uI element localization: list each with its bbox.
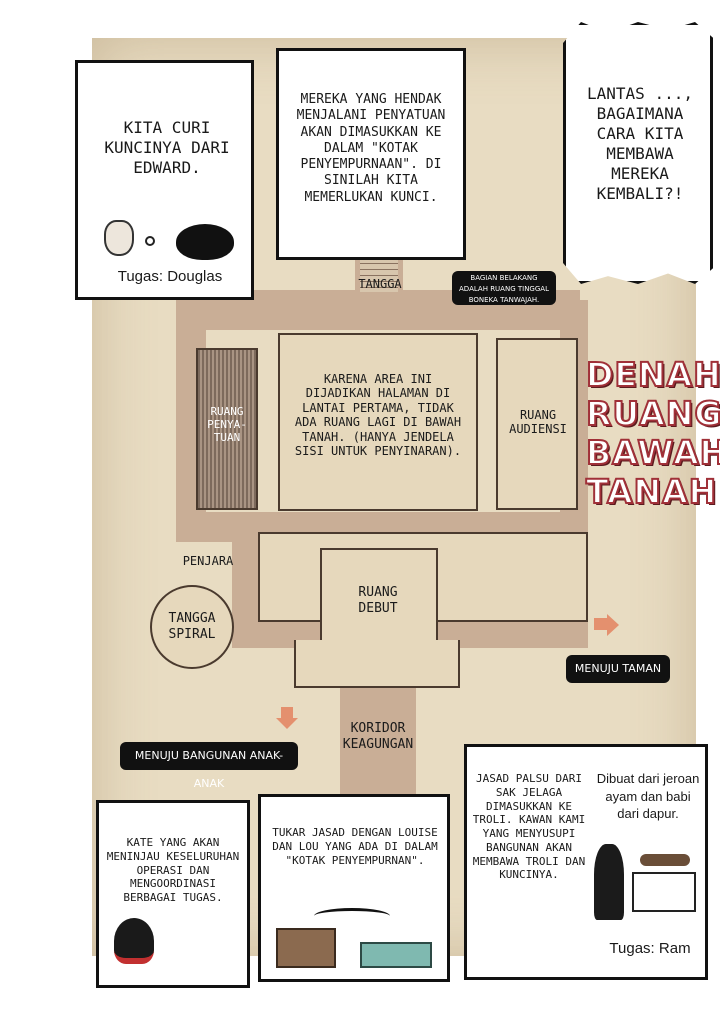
fake-body-box-icon xyxy=(360,942,432,968)
swap-text: TUKAR JASAD DENGAN LOUISE DAN LOU YANG A… xyxy=(272,826,438,867)
kate-figure-icon xyxy=(114,918,154,964)
title-line-3: BAWAH xyxy=(585,432,720,473)
stairs-label: TANGGA xyxy=(358,277,402,291)
swap-arrow-icon xyxy=(314,908,390,924)
arrow-down-icon xyxy=(281,707,293,719)
room-audience-label: RUANG AUDIENSI xyxy=(509,408,567,437)
room-lower xyxy=(294,640,460,688)
room-audience xyxy=(496,338,578,510)
douglas-face-icon xyxy=(176,224,234,260)
room-union xyxy=(196,348,258,510)
arrow-down-head-icon xyxy=(276,718,298,729)
speech-bubble xyxy=(563,22,713,284)
tugas-ram: Tugas: Ram xyxy=(609,940,691,957)
cart-with-girls-icon xyxy=(276,928,336,968)
key-icon xyxy=(145,236,155,246)
to-garden-tag: MENUJU TAMAN xyxy=(566,655,670,683)
panel-union xyxy=(276,48,466,260)
chicken-note: Dibuat dari jeroan ayam dan babi dari da… xyxy=(596,771,700,822)
union-text: MEREKA YANG HENDAK MENJALANI PENYATUAN A… xyxy=(296,92,446,205)
edward-face-icon xyxy=(104,220,134,256)
room-debut-label: RUANG DEBUT xyxy=(358,585,398,616)
corridor-left-low xyxy=(232,530,260,640)
room-center xyxy=(278,333,478,511)
room-union-label: RUANG PENYA-TUAN xyxy=(207,405,247,445)
prison-label: PENJARA xyxy=(182,554,234,568)
fake-body-text: JASAD PALSU DARI SAK JELAGA DIMASUKKAN K… xyxy=(472,772,586,882)
cloaked-figure-icon xyxy=(594,844,624,920)
bubble-text: LANTAS ..., BAGAIMANA CARA KITA MEMBAWA … xyxy=(587,84,693,203)
coordinator-text: KATE YANG AKAN MENINJAU KESELURUHAN OPER… xyxy=(106,836,240,904)
arrow-right-icon xyxy=(594,618,608,630)
spiral-room xyxy=(150,585,234,669)
trolley-icon xyxy=(632,872,696,912)
map-title: DENAH RUANG BAWAH TANAH xyxy=(585,354,720,512)
spiral-stairs-label: TANGGA SPIRAL xyxy=(168,611,216,642)
steal-key-text: KITA CURI KUNCINYA DARI EDWARD. xyxy=(104,118,230,177)
title-line-1: DENAH xyxy=(585,354,720,395)
back-area-note: BAGIAN BELAKANG ADALAH RUANG TINGGAL BON… xyxy=(452,271,556,305)
to-children-building-tag: MENUJU BANGUNAN ANAK-ANAK xyxy=(120,742,298,790)
mummy-body-icon xyxy=(640,854,690,866)
panel-steal-key xyxy=(75,60,254,300)
arrow-right-head-icon xyxy=(607,614,619,636)
title-line-4: TANAH xyxy=(585,471,718,512)
center-note: KARENA AREA INI DIJADIKAN HALAMAN DI LAN… xyxy=(294,372,462,458)
corridor-label: KORIDOR KEAGUNGAN xyxy=(342,721,414,752)
title-line-2: RUANG xyxy=(585,393,720,434)
tugas-douglas: Tugas: Douglas xyxy=(117,268,223,285)
